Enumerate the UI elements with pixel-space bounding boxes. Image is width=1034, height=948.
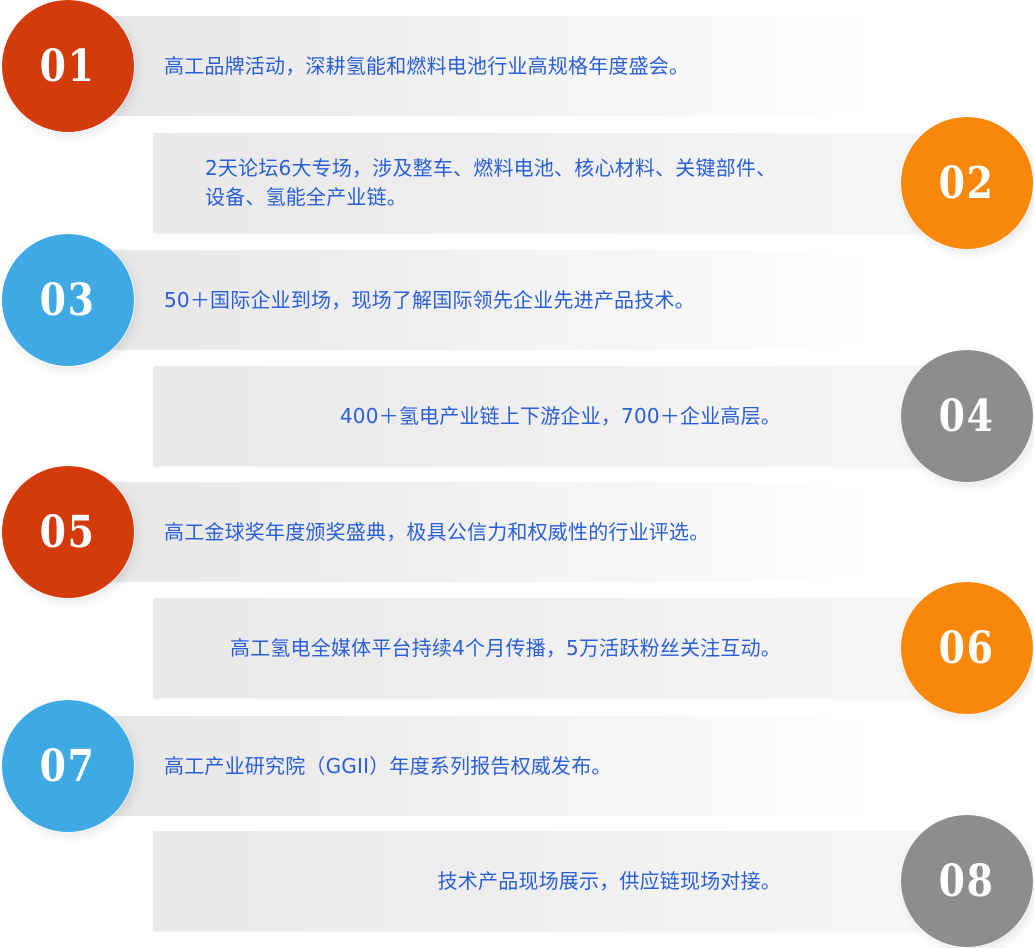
number-badge: 08 [901,815,1033,947]
number-label: 08 [938,855,996,907]
number-label: 04 [938,390,996,442]
number-label: 07 [39,740,97,792]
feature-item-01: 高工品牌活动，深耕氢能和燃料电池行业高规格年度盛会。 01 [0,0,1034,132]
number-badge: 05 [2,466,134,598]
number-badge: 06 [901,582,1033,714]
feature-text: 高工氢电全媒体平台持续4个月传播，5万活跃粉丝关注互动。 [229,635,781,660]
number-label: 06 [938,622,996,674]
feature-item-02: 2天论坛6大专场，涉及整车、燃料电池、核心材料、关键部件、设备、氢能全产业链。 … [0,117,1034,249]
feature-text: 高工金球奖年度颁奖盛典，极具公信力和权威性的行业评选。 [164,519,710,544]
feature-bar: 高工产业研究院（GGII）年度系列报告权威发布。 [100,716,880,816]
number-label: 05 [39,506,97,558]
feature-bar: 50＋国际企业到场，现场了解国际领先企业先进产品技术。 [100,250,880,350]
feature-bar: 高工氢电全媒体平台持续4个月传播，5万活跃粉丝关注互动。 [153,598,953,698]
feature-text: 高工品牌活动，深耕氢能和燃料电池行业高规格年度盛会。 [164,53,690,78]
number-badge: 03 [2,234,134,366]
feature-bar: 2天论坛6大专场，涉及整车、燃料电池、核心材料、关键部件、设备、氢能全产业链。 [153,133,953,233]
feature-item-06: 高工氢电全媒体平台持续4个月传播，5万活跃粉丝关注互动。 06 [0,582,1034,714]
feature-text: 技术产品现场展示，供应链现场对接。 [437,868,781,893]
number-badge: 04 [901,350,1033,482]
feature-item-08: 技术产品现场展示，供应链现场对接。 08 [0,815,1034,947]
number-badge: 02 [901,117,1033,249]
feature-item-03: 50＋国际企业到场，现场了解国际领先企业先进产品技术。 03 [0,234,1034,366]
feature-text: 400＋氢电产业链上下游企业，700＋企业高层。 [339,403,781,428]
number-label: 03 [39,274,97,326]
number-badge: 01 [2,0,134,132]
feature-item-05: 高工金球奖年度颁奖盛典，极具公信力和权威性的行业评选。 05 [0,466,1034,598]
feature-bar: 400＋氢电产业链上下游企业，700＋企业高层。 [153,366,953,466]
number-badge: 07 [2,700,134,832]
feature-item-04: 400＋氢电产业链上下游企业，700＋企业高层。 04 [0,350,1034,482]
feature-text: 高工产业研究院（GGII）年度系列报告权威发布。 [164,753,612,778]
feature-bar: 高工品牌活动，深耕氢能和燃料电池行业高规格年度盛会。 [100,16,880,116]
feature-bar: 技术产品现场展示，供应链现场对接。 [153,831,953,931]
feature-text: 2天论坛6大专场，涉及整车、燃料电池、核心材料、关键部件、设备、氢能全产业链。 [205,156,777,209]
feature-bar: 高工金球奖年度颁奖盛典，极具公信力和权威性的行业评选。 [100,482,880,582]
number-label: 02 [938,157,996,209]
feature-item-07: 高工产业研究院（GGII）年度系列报告权威发布。 07 [0,700,1034,832]
feature-text: 50＋国际企业到场，现场了解国际领先企业先进产品技术。 [164,287,695,312]
number-label: 01 [39,40,97,92]
